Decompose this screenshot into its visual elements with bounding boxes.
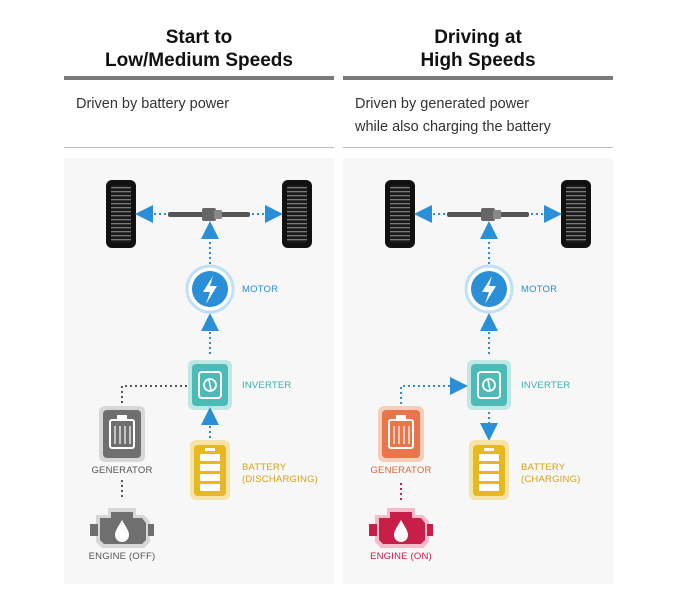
engine-label: ENGINE (OFF) [88,551,156,562]
motor-label: MOTOR [521,284,558,295]
tire-icon [561,180,591,248]
generator-label: GENERATOR [370,465,432,476]
inverter-icon [188,360,232,410]
engine-label: ENGINE (ON) [370,551,432,562]
battery-icon [469,440,509,500]
lightning-bolt-icon [185,264,235,314]
powertrain-diagram: MOTOR INVERTER BATTERY (DISCHARGING) GEN… [64,158,334,584]
panel-low-medium-speeds: Start to Low/Medium Speeds Driven by bat… [64,0,334,614]
diagram-canvas [90,180,312,548]
battery-label: BATTERY (CHARGING) [521,462,581,485]
generator-icon [378,406,424,462]
subtitle-divider [343,147,613,148]
axle-shaft [168,208,250,221]
title-divider [343,76,613,80]
axle-shaft [447,208,529,221]
title-divider [64,76,334,80]
tire-icon [106,180,136,248]
oil-drop-engine-icon [369,508,433,548]
generator-label: GENERATOR [91,465,153,476]
panel-subtitle: Driven by battery power [76,96,230,112]
panel-title: Start to Low/Medium Speeds [105,27,293,71]
inverter-label: INVERTER [242,380,292,391]
subtitle-divider [64,147,334,148]
panel-title: Driving at High Speeds [420,27,536,71]
tire-icon [385,180,415,248]
flow-arrow [400,377,468,404]
motor-label: MOTOR [242,284,279,295]
diagram-canvas [369,180,591,548]
oil-drop-engine-icon [90,508,154,548]
panel-subtitle: Driven by generated power while also cha… [355,96,551,135]
lightning-bolt-icon [464,264,514,314]
inverter-icon [467,360,511,410]
inverter-label: INVERTER [521,380,571,391]
battery-icon [190,440,230,500]
generator-icon [99,406,145,462]
powertrain-diagram: MOTOR INVERTER BATTERY (CHARGING) GENERA… [343,158,613,584]
inactive-connection [121,385,187,404]
panel-high-speeds: Driving at High Speeds Driven by generat… [343,0,613,614]
battery-label: BATTERY (DISCHARGING) [242,462,318,485]
tire-icon [282,180,312,248]
